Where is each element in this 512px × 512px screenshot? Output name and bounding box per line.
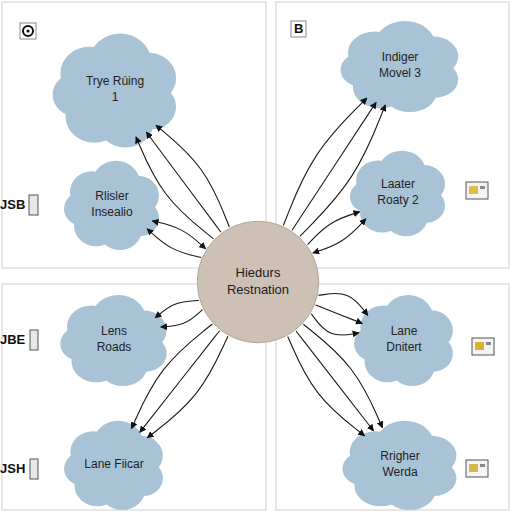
node-label: Rrigher Werda xyxy=(369,449,431,480)
connector-arrow xyxy=(140,331,220,433)
hub-circle: Hiedurs Restnation xyxy=(196,220,320,344)
connector-arrow xyxy=(296,331,373,431)
corner-symbol xyxy=(20,23,36,39)
side-tag: JSH xyxy=(0,461,25,476)
cloud-node: Lane Dnitert xyxy=(352,292,456,388)
connector-arrow xyxy=(155,300,199,317)
connector-arrow xyxy=(300,105,385,236)
panel-frame xyxy=(2,2,266,268)
connector-arrow xyxy=(136,137,214,239)
connector-arrow xyxy=(307,212,359,245)
panel-frame xyxy=(276,284,509,510)
connector-arrow xyxy=(292,102,376,230)
connector-arrow xyxy=(283,98,367,225)
node-label: Laater Roaty 2 xyxy=(367,177,429,208)
connector-arrow xyxy=(161,310,203,327)
node-label: Lane Dnitert xyxy=(373,324,435,355)
connector-arrow xyxy=(131,324,212,429)
side-tag: JBE xyxy=(0,332,25,347)
node-label: Lane Fiicar xyxy=(83,457,145,473)
cloud-node: Rlisler Insealio xyxy=(62,158,162,252)
cloud-node: Indiger Movel 3 xyxy=(338,18,462,114)
panel-letter: B xyxy=(294,21,303,36)
connector-arrow xyxy=(156,125,229,227)
connector-arrow xyxy=(147,336,228,438)
cloud-node: Lens Roads xyxy=(58,292,170,388)
connector-arrow xyxy=(147,229,201,258)
thumbnail-icon xyxy=(466,182,488,199)
cloud-node: Trye Rúing 1 xyxy=(50,30,180,150)
connector-arrow xyxy=(152,221,205,249)
side-tag: JSB xyxy=(0,197,25,212)
connector-arrow xyxy=(319,293,368,315)
node-label: Lens Roads xyxy=(83,324,145,355)
cloud-node: Lane Fiicar xyxy=(62,418,166,512)
connector-arrow xyxy=(288,336,365,435)
node-label: Trye Rúing 1 xyxy=(84,74,146,105)
thumbnail-icon xyxy=(466,460,488,477)
thumbnail-icon xyxy=(29,195,38,479)
connector-arrow xyxy=(146,132,221,232)
thumbnail-icon xyxy=(472,338,494,355)
connector-arrow xyxy=(303,324,382,427)
cloud-node: Rrigher Werda xyxy=(340,418,460,512)
cloud-node: Laater Roaty 2 xyxy=(348,148,448,238)
connector-arrow xyxy=(316,305,363,324)
connector-arrow xyxy=(313,219,366,253)
node-label: Rlisler Insealio xyxy=(81,189,143,220)
connector-arrow xyxy=(311,314,359,335)
panel-frame xyxy=(276,2,509,268)
node-label: Indiger Movel 3 xyxy=(369,50,431,81)
corner-box xyxy=(291,21,306,37)
node-label: Hiedurs Restnation xyxy=(210,265,306,299)
